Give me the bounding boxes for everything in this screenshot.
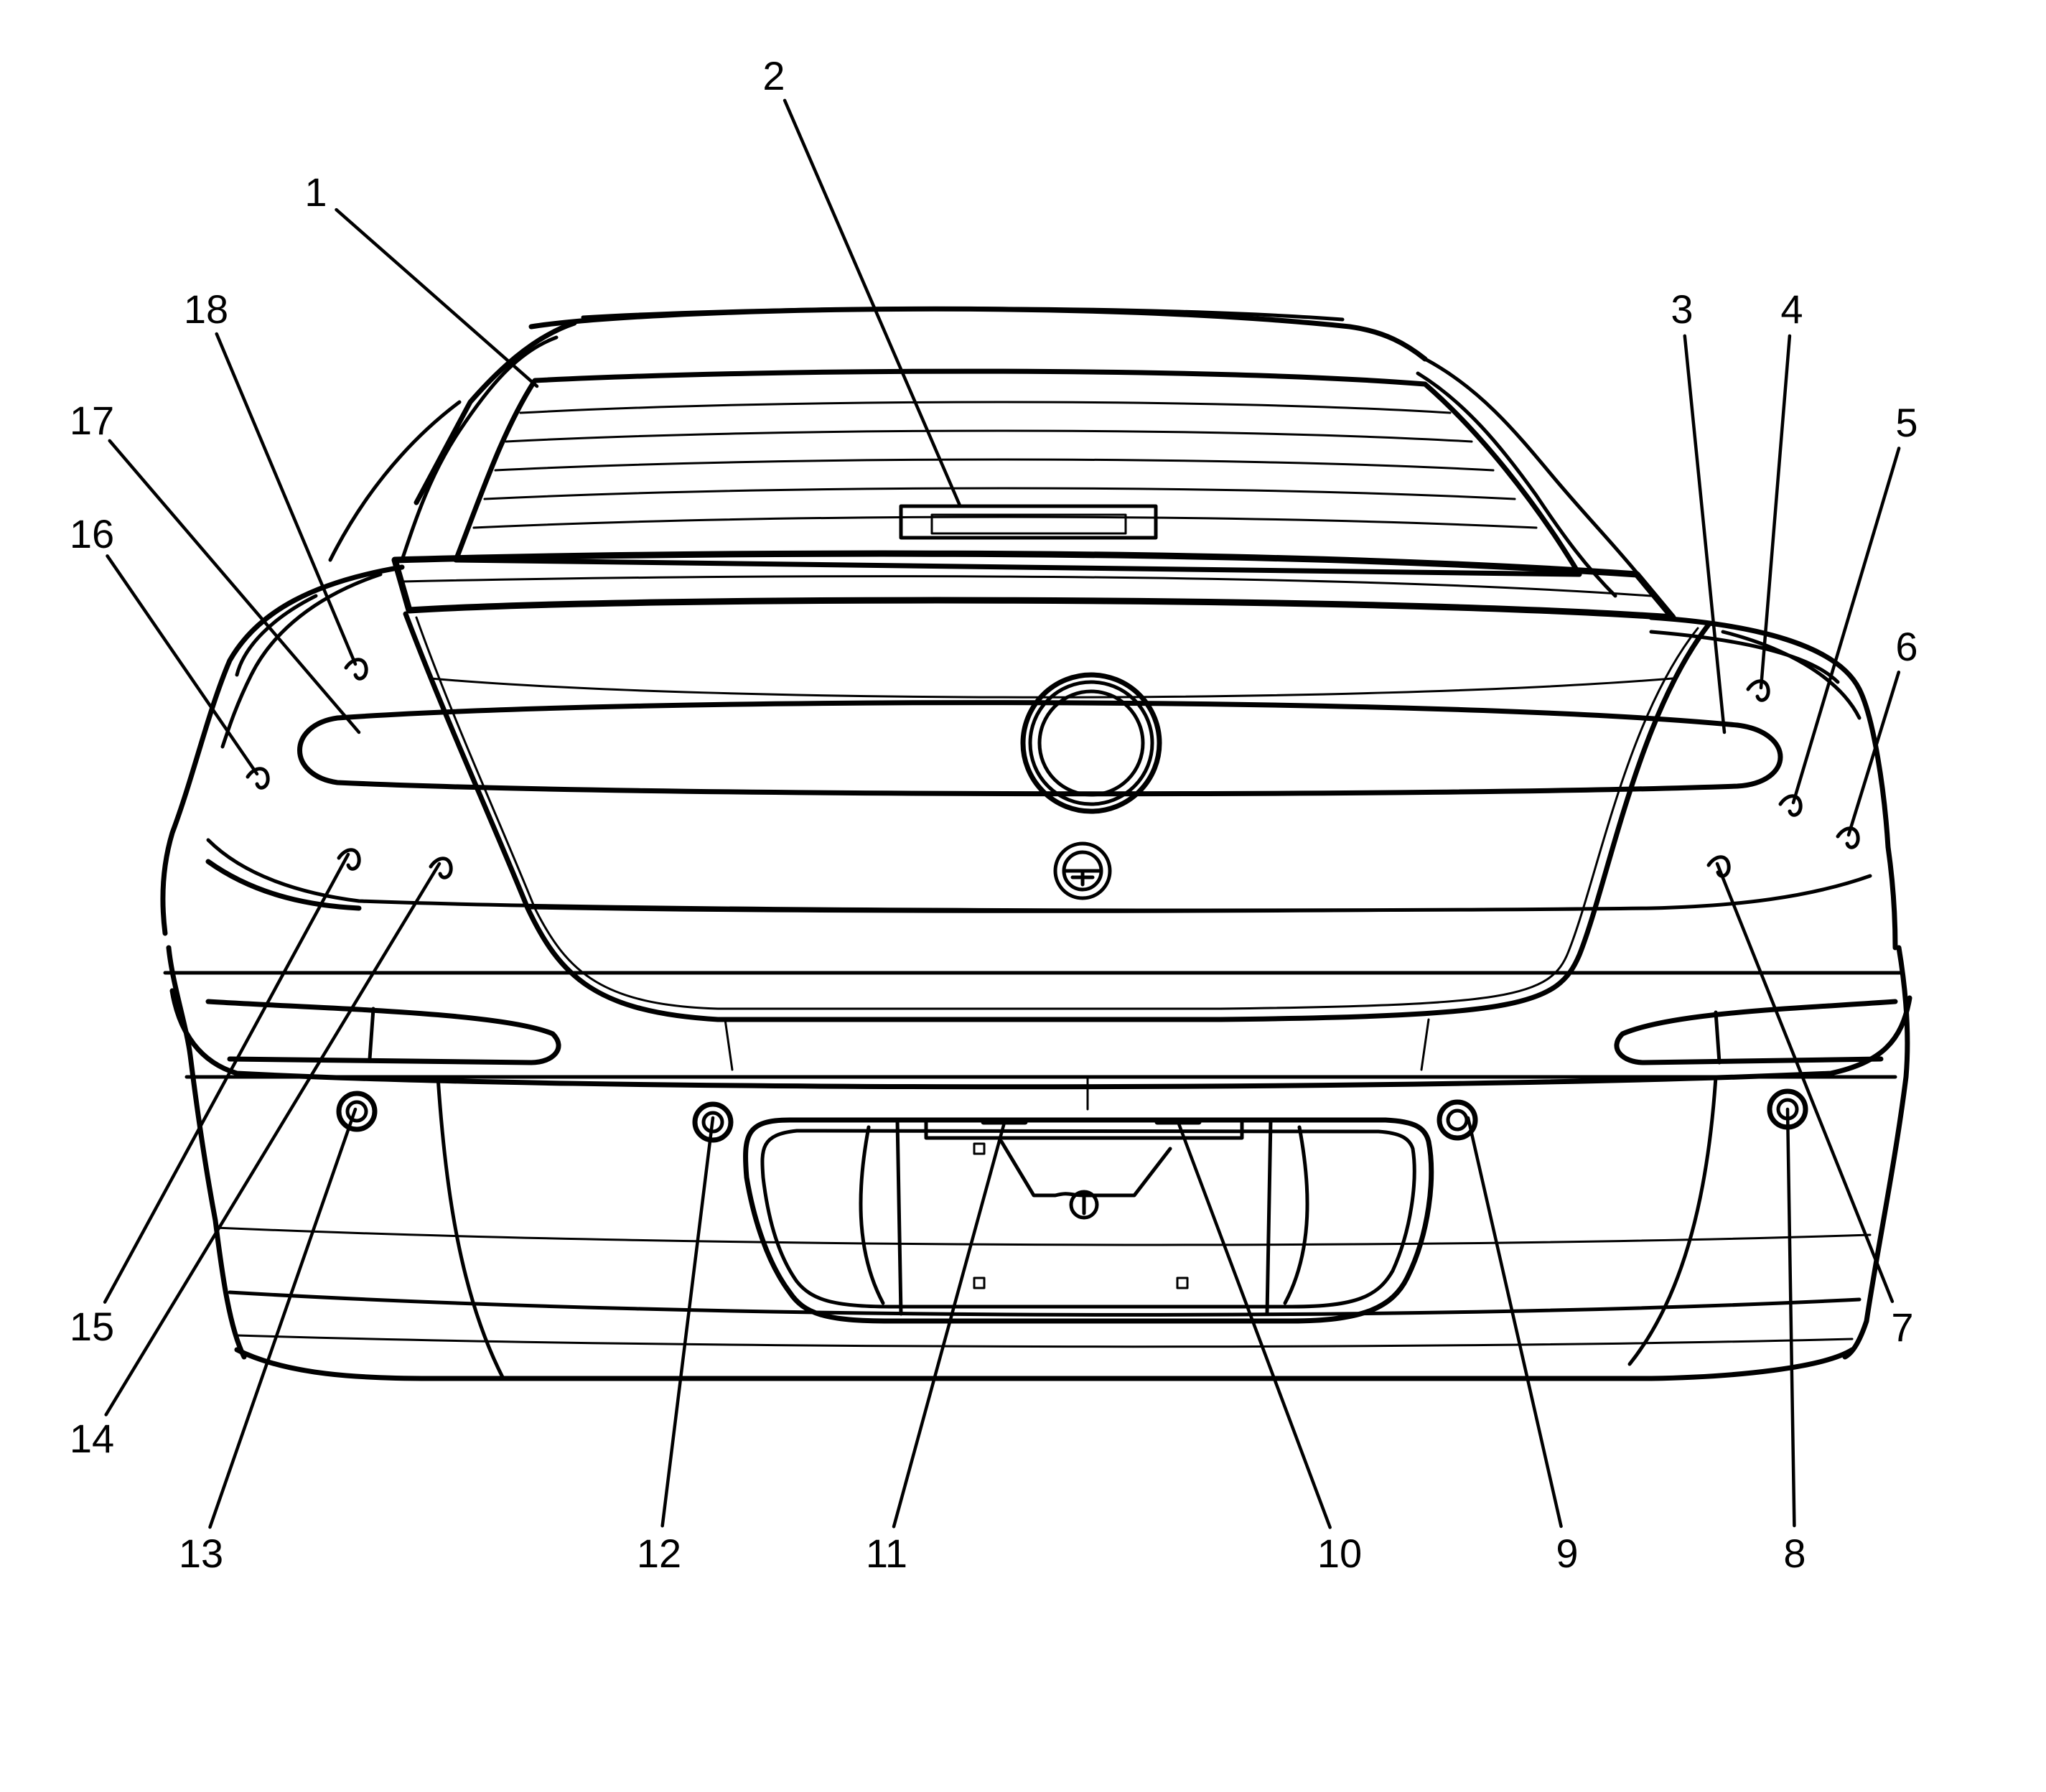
callout-16: 16	[70, 511, 259, 776]
callout-number-12: 12	[637, 1531, 681, 1576]
leader-line-12	[660, 1116, 715, 1528]
callout-7: 7	[1715, 862, 1914, 1350]
callout-15: 15	[70, 852, 350, 1349]
callout-18: 18	[184, 286, 358, 666]
leader-line-11	[892, 1118, 1007, 1529]
callout-number-6: 6	[1895, 624, 1917, 669]
callout-6: 6	[1846, 624, 1918, 837]
callout-number-2: 2	[762, 53, 785, 98]
rear-window	[453, 368, 1582, 577]
sensor-right-inner	[1437, 1099, 1478, 1141]
callout-number-9: 9	[1556, 1531, 1578, 1576]
leader-line-17	[108, 439, 361, 734]
callout-2: 2	[762, 53, 962, 508]
leader-line-9	[1466, 1116, 1563, 1529]
callout-number-10: 10	[1317, 1531, 1362, 1576]
emblem	[1020, 672, 1162, 814]
sensor-left-inner	[692, 1101, 734, 1143]
decklid-panel	[403, 611, 1711, 1022]
callout-number-16: 16	[70, 511, 114, 556]
lock-cylinder	[1053, 841, 1112, 900]
callout-number-11: 11	[866, 1531, 907, 1576]
callout-8: 8	[1783, 1107, 1806, 1576]
leader-line-5	[1791, 447, 1901, 805]
callout-9: 9	[1466, 1116, 1579, 1576]
callout-number-5: 5	[1895, 400, 1917, 445]
callout-4: 4	[1759, 286, 1803, 690]
high-mount-stop-lamp	[899, 504, 1158, 540]
callout-number-4: 4	[1780, 286, 1803, 332]
sensor-left-outer	[336, 1091, 378, 1132]
rear-bumper-fascia	[163, 945, 1912, 1381]
callout-13: 13	[179, 1107, 358, 1576]
leader-line-6	[1846, 671, 1901, 837]
callout-number-18: 18	[184, 286, 228, 332]
callout-number-15: 15	[70, 1304, 114, 1349]
callout-1: 1	[304, 169, 539, 388]
leader-line-18	[215, 332, 358, 666]
leader-line-1	[335, 207, 539, 388]
callout-number-17: 17	[70, 398, 114, 443]
leader-line-10	[1175, 1118, 1332, 1529]
callout-10: 10	[1175, 1118, 1362, 1576]
callout-number-3: 3	[1671, 286, 1693, 332]
callout-5: 5	[1791, 400, 1918, 805]
body-outline	[160, 564, 1898, 951]
bumper-reflectors	[205, 999, 1898, 1065]
leader-line-2	[783, 98, 962, 508]
license-plate-pocket	[743, 1117, 1434, 1324]
callout-17: 17	[70, 398, 361, 734]
leader-line-16	[106, 554, 259, 776]
leader-line-14	[104, 862, 442, 1417]
leader-line-8	[1785, 1107, 1796, 1528]
leader-line-15	[103, 852, 350, 1304]
fastener-indicators	[246, 658, 1860, 879]
callout-number-8: 8	[1783, 1531, 1806, 1576]
callout-number-13: 13	[179, 1531, 223, 1576]
callout-12: 12	[637, 1116, 715, 1576]
callout-number-7: 7	[1891, 1305, 1913, 1350]
callout-number-14: 14	[70, 1416, 114, 1461]
callout-3: 3	[1671, 286, 1727, 734]
callout-11: 11	[866, 1118, 1007, 1576]
leader-line-3	[1683, 334, 1727, 734]
roof-outline	[328, 306, 1646, 598]
leader-line-4	[1759, 334, 1792, 690]
leader-line-13	[208, 1107, 358, 1529]
callout-14: 14	[70, 862, 442, 1461]
leader-line-7	[1715, 862, 1895, 1303]
callout-number-1: 1	[304, 169, 327, 215]
